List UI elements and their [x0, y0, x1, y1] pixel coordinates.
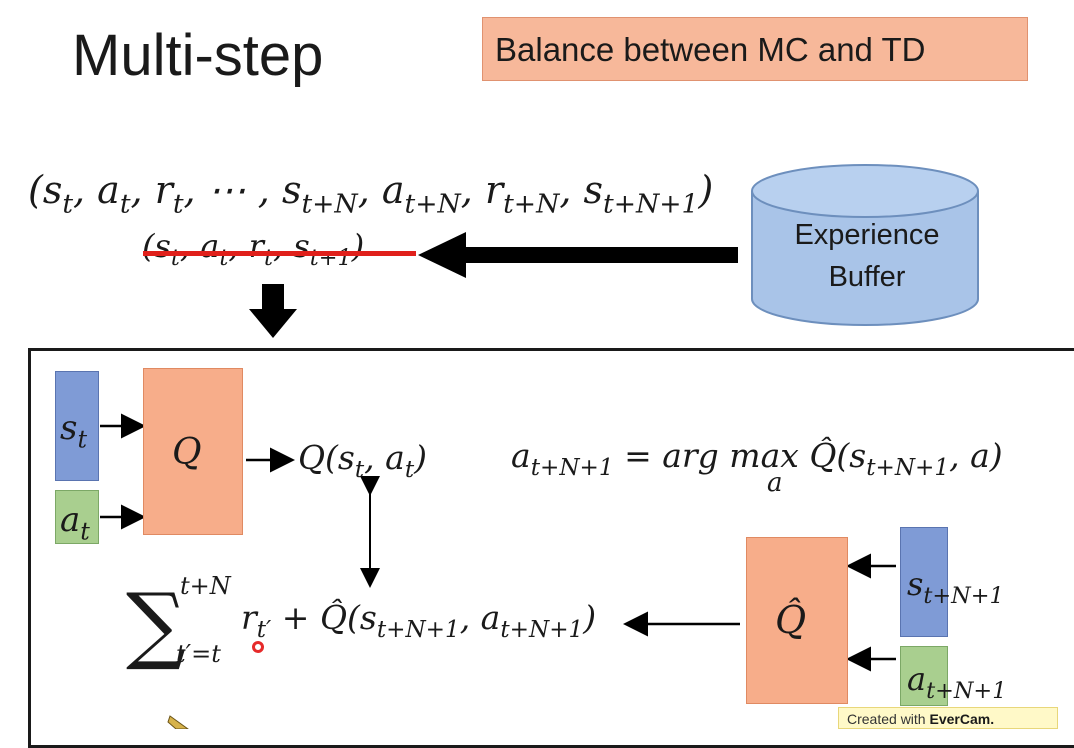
sum-upper-limit: t+N: [180, 572, 231, 600]
sum-lower-limit: t′=t: [176, 640, 221, 668]
banner-label: Balance between MC and TD: [482, 17, 1028, 81]
target-expression: rt′ + Q̂(st+N+1, at+N+1): [241, 598, 597, 644]
action-input-box: [55, 490, 99, 544]
state-input-label: st: [60, 408, 88, 454]
big-left-arrow: [418, 232, 738, 278]
q-network-label: Q: [172, 432, 202, 473]
target-action-input-box: [900, 646, 948, 706]
target-q-network-label: Q̂: [775, 598, 807, 642]
state-input-box: [55, 371, 99, 481]
target-state-label: st+N+1: [907, 565, 1004, 609]
target-state-input-box: [900, 527, 948, 637]
target-action-label: at+N+1: [907, 660, 1007, 704]
argmax-subscript: a: [767, 468, 783, 498]
pointer-dot: [252, 641, 264, 653]
buffer-line1: Experience: [794, 219, 940, 251]
evercam-watermark: Created with EverCam.: [838, 707, 1058, 729]
buffer-line2: Buffer: [828, 261, 906, 293]
summation-symbol: ∑: [126, 575, 186, 673]
pen-cursor-icon: [167, 715, 189, 729]
tuple-long: (st, at, rt, ⋯ , st+N, at+N, rt+N, st+N+…: [28, 168, 714, 220]
experience-buffer-label: Experience Buffer: [758, 214, 976, 298]
argmax-equation: at+N+1 = arg max Q̂(st+N+1, a): [511, 436, 1003, 482]
watermark-brand: EverCam.: [929, 711, 995, 727]
strike-line: [143, 251, 416, 256]
slide-title: Multi-step: [72, 23, 324, 88]
big-down-arrow: [249, 284, 297, 338]
target-q-network-box: [746, 537, 848, 704]
q-network-box: [143, 368, 243, 535]
action-input-label: at: [60, 500, 90, 546]
q-output-expression: Q(st, at): [298, 438, 427, 484]
tuple-short: (st, at, rt, st+1): [142, 227, 365, 271]
watermark-prefix: Created with: [847, 711, 926, 727]
experience-buffer-cylinder: [751, 164, 979, 326]
diagram-graphics: [100, 164, 979, 729]
